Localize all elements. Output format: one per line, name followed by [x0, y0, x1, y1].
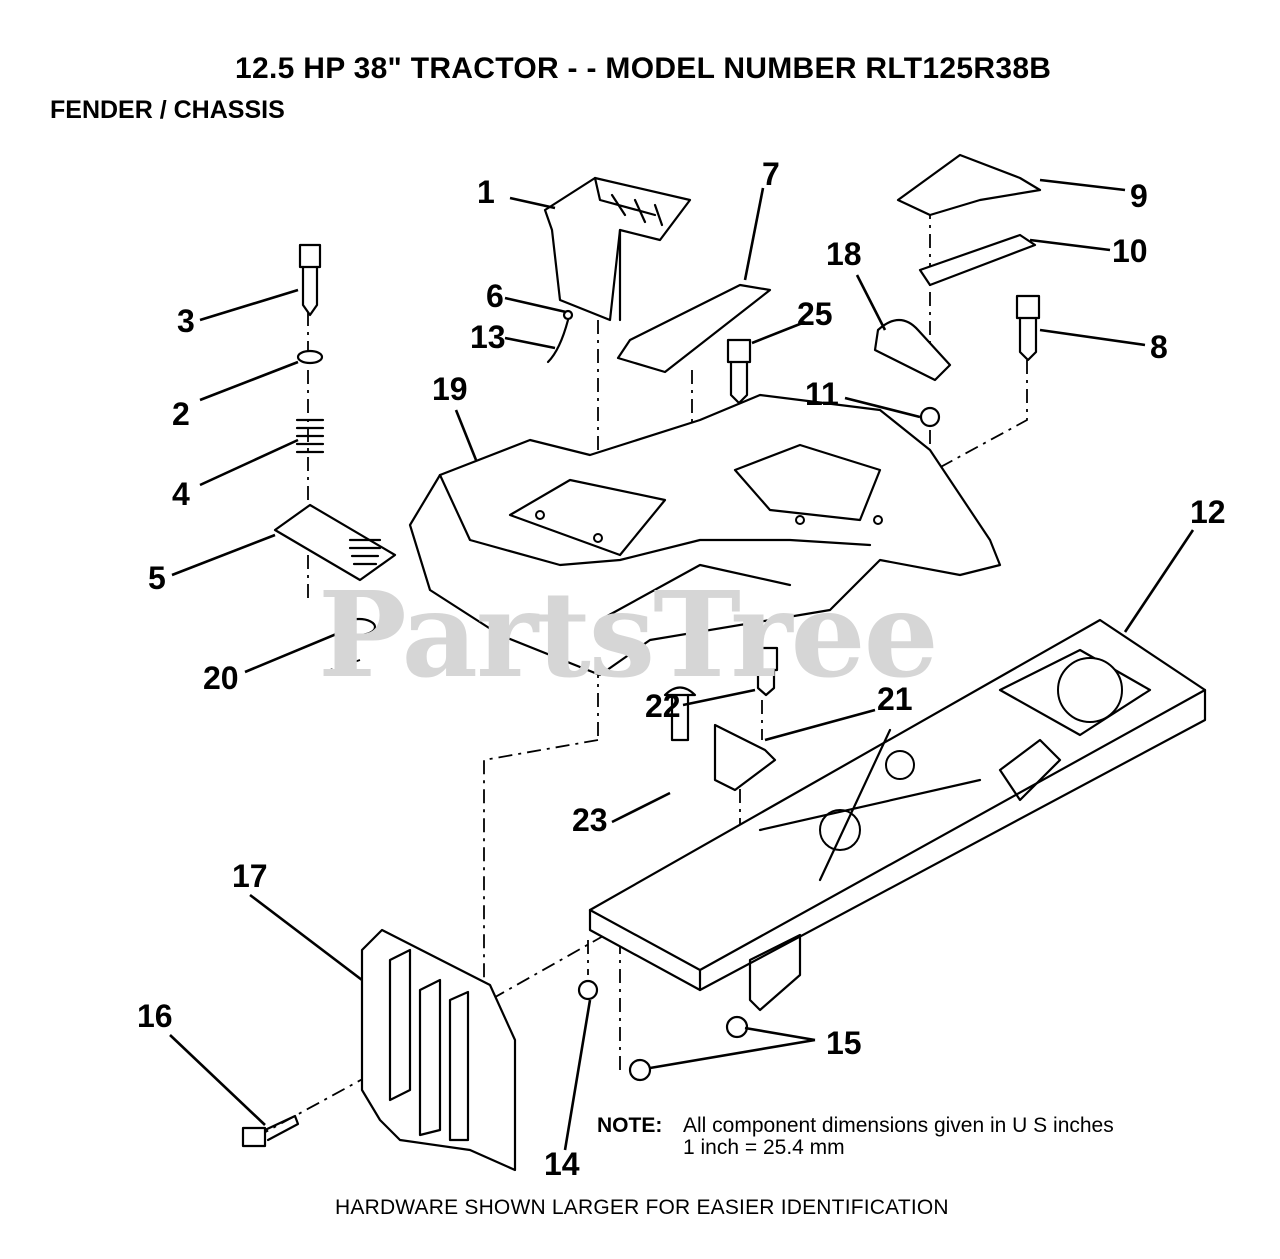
part-15-nut-b	[628, 1058, 652, 1082]
part-3-bolt	[298, 243, 322, 317]
part-15-nut-a	[725, 1015, 749, 1039]
callout-25[interactable]: 25	[797, 296, 833, 332]
callout-15[interactable]: 15	[826, 1025, 862, 1061]
watermark-text: PartsTree	[318, 565, 939, 704]
callout-22[interactable]: 22	[645, 688, 681, 724]
callout-9[interactable]: 9	[1130, 178, 1148, 214]
part-14-nut	[577, 979, 599, 1001]
callout-5[interactable]: 5	[148, 560, 166, 596]
part-10-plate	[918, 233, 1037, 287]
part-1-tray	[543, 176, 692, 322]
callout-1[interactable]: 1	[477, 174, 495, 210]
part-16-bolt	[241, 1114, 300, 1148]
part-18-clamp	[873, 318, 952, 382]
callout-17[interactable]: 17	[232, 858, 268, 894]
part-19-fender	[408, 393, 1002, 677]
callout-4[interactable]: 4	[172, 476, 190, 512]
callout-7[interactable]: 7	[762, 156, 780, 192]
footer-caption: HARDWARE SHOWN LARGER FOR EASIER IDENTIF…	[335, 1196, 949, 1219]
callout-13[interactable]: 13	[470, 319, 506, 355]
callout-3[interactable]: 3	[177, 303, 195, 339]
callout-2[interactable]: 2	[172, 396, 190, 432]
part-2-washer	[296, 349, 324, 365]
part-17-panel	[360, 928, 517, 1172]
callout-21[interactable]: 21	[877, 681, 913, 717]
callout-18[interactable]: 18	[826, 236, 862, 272]
section-title: FENDER / CHASSIS	[50, 96, 285, 124]
callout-8[interactable]: 8	[1150, 329, 1168, 365]
part-9-bracket	[896, 153, 1042, 217]
part-21-bracket	[713, 723, 777, 792]
note-line-1: All component dimensions given in U S in…	[683, 1114, 1114, 1137]
leader-lines	[169, 178, 1195, 1151]
callout-19[interactable]: 19	[432, 371, 468, 407]
part-7-decal	[616, 283, 772, 374]
part-22-bolt	[753, 646, 779, 697]
part-25-bolt	[726, 338, 752, 405]
note-block: NOTE: All component dimensions given in U…	[597, 1115, 1114, 1159]
callout-14[interactable]: 14	[544, 1146, 580, 1182]
callout-12[interactable]: 12	[1190, 494, 1226, 530]
part-20-washer	[341, 617, 377, 637]
note-line-2: 1 inch = 25.4 mm	[683, 1136, 845, 1159]
part-23-bolt	[663, 686, 697, 742]
callout-6[interactable]: 6	[486, 278, 504, 314]
part-5-plate	[273, 503, 397, 582]
callout-20[interactable]: 20	[203, 660, 239, 696]
part-4-spring	[295, 418, 325, 454]
callout-11[interactable]: 11	[805, 376, 839, 412]
callout-10[interactable]: 10	[1112, 233, 1148, 269]
page-title: 12.5 HP 38" TRACTOR - - MODEL NUMBER RLT…	[235, 52, 1052, 85]
part-8-bolt	[1015, 294, 1041, 362]
part-13-hose	[546, 318, 570, 364]
part-11-nut	[919, 406, 941, 428]
callout-16[interactable]: 16	[137, 998, 173, 1034]
part-12-chassis-frame	[588, 618, 1207, 1012]
note-label: NOTE:	[597, 1114, 663, 1137]
callout-23[interactable]: 23	[572, 802, 608, 838]
